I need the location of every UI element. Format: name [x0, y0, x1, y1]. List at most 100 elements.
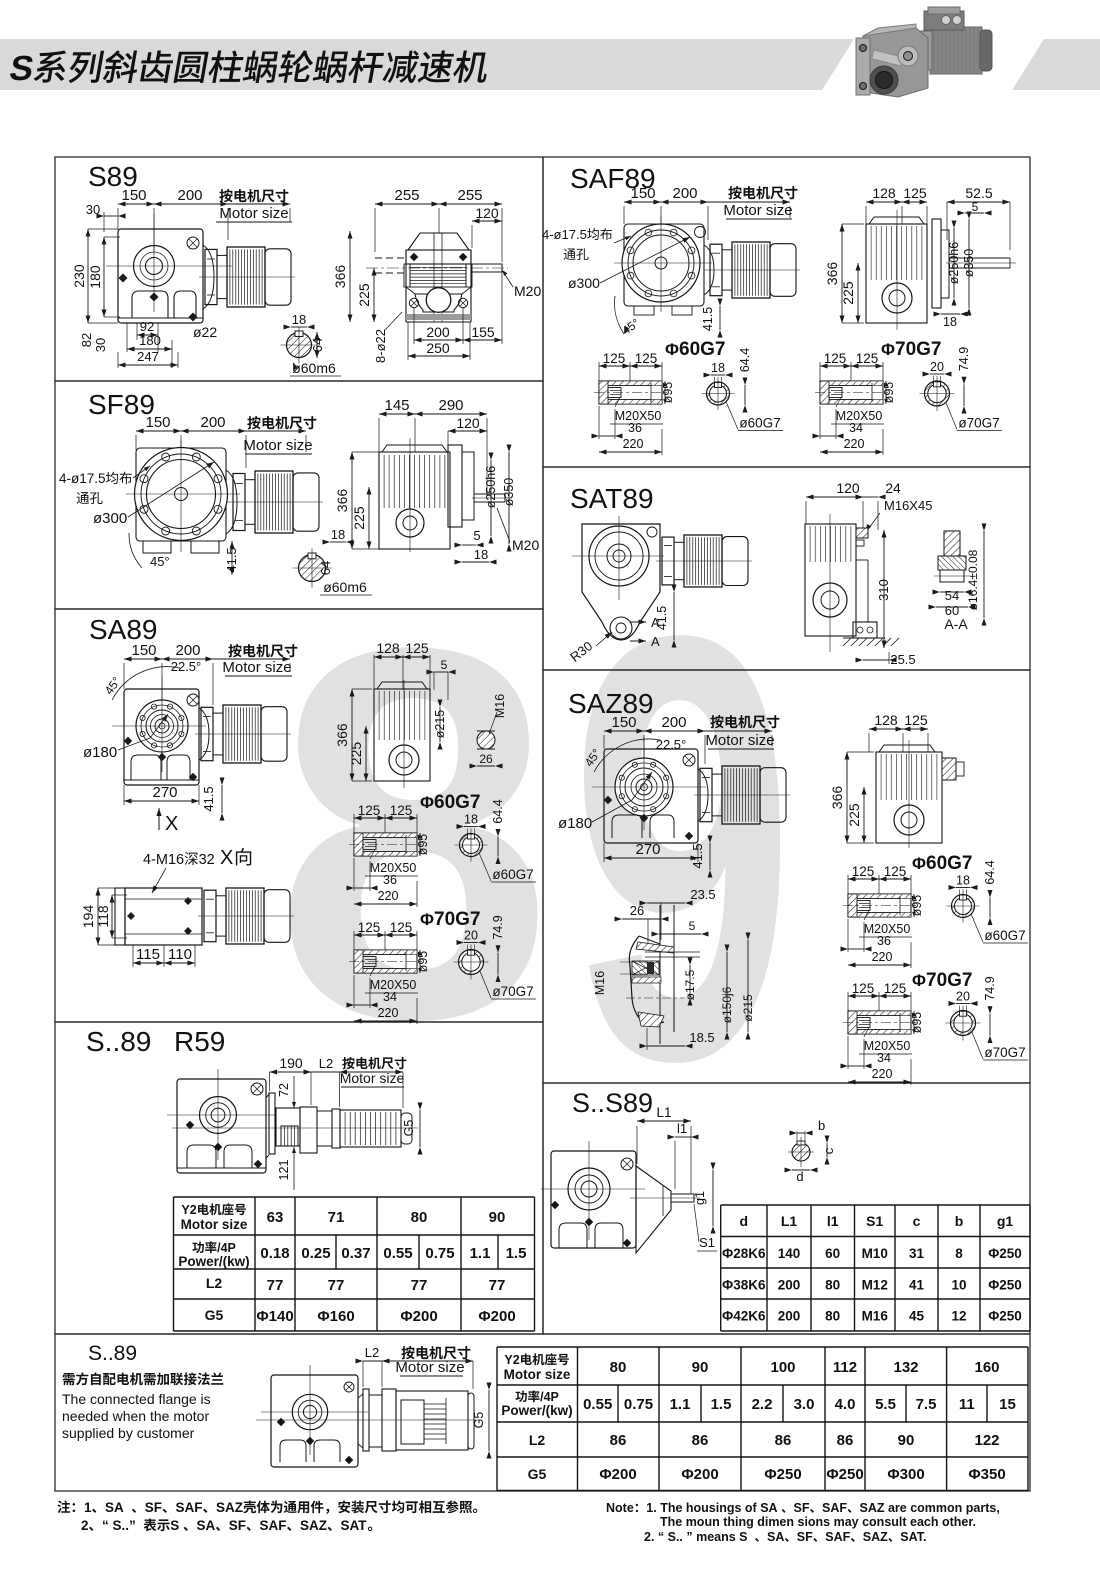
- svg-text:220: 220: [378, 889, 399, 903]
- svg-text:Motor size: Motor size: [395, 1359, 464, 1376]
- svg-text:ø180: ø180: [558, 815, 592, 832]
- svg-text:SF: SF: [794, 1501, 810, 1515]
- svg-text:125: 125: [390, 920, 413, 935]
- svg-text:180: 180: [139, 333, 161, 348]
- svg-text:L2: L2: [319, 1056, 333, 1071]
- svg-text:200: 200: [177, 187, 202, 204]
- svg-text:120: 120: [456, 415, 480, 431]
- svg-text:L2: L2: [206, 1275, 223, 1291]
- svg-text:125: 125: [603, 351, 626, 366]
- svg-text:l1: l1: [677, 1121, 687, 1136]
- svg-text:255: 255: [394, 187, 419, 204]
- svg-text:X: X: [165, 813, 178, 835]
- svg-text:Φ300: Φ300: [887, 1466, 924, 1483]
- svg-text:Φ140: Φ140: [256, 1308, 293, 1325]
- svg-text:77: 77: [328, 1277, 345, 1294]
- svg-text:18.5: 18.5: [689, 1030, 714, 1045]
- svg-text:7.5: 7.5: [916, 1396, 937, 1413]
- svg-text:b: b: [818, 1118, 825, 1133]
- svg-text:8: 8: [955, 1246, 963, 1261]
- svg-text:110: 110: [168, 946, 192, 963]
- svg-text:Φ: Φ: [420, 793, 434, 812]
- svg-text:200: 200: [778, 1277, 801, 1292]
- svg-text:2. “ S.. ” means S: 2. “ S.. ” means S: [644, 1530, 748, 1544]
- svg-text:0.55: 0.55: [583, 1396, 612, 1413]
- svg-text:220: 220: [378, 1006, 399, 1020]
- svg-text:S89: S89: [88, 161, 138, 192]
- svg-text:32: 32: [199, 852, 215, 868]
- svg-text:255: 255: [457, 187, 482, 204]
- svg-text:Φ200: Φ200: [478, 1308, 515, 1325]
- svg-text:“ S..”: “ S..”: [102, 1518, 136, 1533]
- svg-text:2.2: 2.2: [752, 1396, 773, 1413]
- svg-text:5: 5: [972, 200, 979, 214]
- svg-text:SF: SF: [145, 1500, 162, 1515]
- svg-text:ø95: ø95: [416, 951, 430, 973]
- svg-text:225: 225: [846, 803, 862, 827]
- svg-text:128: 128: [872, 185, 896, 201]
- svg-text:8-ø22: 8-ø22: [373, 329, 388, 363]
- svg-text:36: 36: [628, 421, 642, 435]
- svg-text:26: 26: [630, 903, 644, 918]
- svg-text:225: 225: [348, 742, 364, 766]
- svg-text:A-A: A-A: [944, 616, 968, 632]
- svg-text:200: 200: [672, 185, 697, 202]
- svg-text:77: 77: [489, 1277, 506, 1294]
- svg-text:90: 90: [489, 1209, 506, 1226]
- svg-text:M10: M10: [862, 1246, 888, 1261]
- svg-text:125: 125: [884, 981, 907, 996]
- svg-text:0.18: 0.18: [260, 1245, 289, 1262]
- svg-text:ø95: ø95: [416, 834, 430, 856]
- svg-text:G5: G5: [472, 1412, 486, 1429]
- svg-text:SAF: SAF: [260, 1518, 287, 1533]
- svg-text:4-M16: 4-M16: [143, 852, 184, 868]
- svg-text:366: 366: [829, 786, 845, 810]
- svg-text:270: 270: [152, 784, 177, 801]
- svg-text:160: 160: [974, 1359, 999, 1376]
- svg-text:20: 20: [930, 360, 944, 374]
- svg-text:92: 92: [140, 319, 154, 334]
- svg-text:4-ø17.5: 4-ø17.5: [59, 471, 106, 486]
- svg-text:ø95: ø95: [910, 1012, 924, 1034]
- svg-text:125: 125: [358, 803, 381, 818]
- svg-text:SA: SA: [105, 1500, 124, 1515]
- svg-text:M16X45: M16X45: [884, 498, 932, 513]
- svg-text:125: 125: [852, 864, 875, 879]
- svg-text:Φ200: Φ200: [400, 1308, 437, 1325]
- svg-text:supplied by customer: supplied by customer: [62, 1425, 195, 1441]
- svg-text:ø95: ø95: [661, 382, 675, 404]
- svg-text:80: 80: [825, 1309, 840, 1324]
- svg-text:18: 18: [331, 527, 345, 542]
- svg-text:Φ250: Φ250: [988, 1277, 1022, 1292]
- svg-text:The moun thing dimen sions may: The moun thing dimen sions may consult e…: [660, 1515, 976, 1529]
- svg-text:b: b: [955, 1213, 964, 1229]
- svg-text:The connected flange is: The connected flange is: [62, 1391, 211, 1407]
- svg-text:M20X50: M20X50: [615, 409, 662, 423]
- svg-text:270: 270: [635, 841, 660, 858]
- svg-text:ø95: ø95: [910, 895, 924, 917]
- svg-text:ø95: ø95: [882, 382, 896, 404]
- svg-text:SF: SF: [797, 1530, 813, 1544]
- svg-text:SA: SA: [767, 1530, 784, 1544]
- svg-text:220: 220: [844, 437, 865, 451]
- svg-text:34: 34: [383, 990, 397, 1004]
- svg-text:Φ250: Φ250: [764, 1466, 801, 1483]
- svg-text:60: 60: [825, 1246, 840, 1261]
- svg-text:220: 220: [872, 1067, 893, 1081]
- svg-text:ø17.5: ø17.5: [683, 969, 697, 1000]
- svg-text:121: 121: [277, 1160, 291, 1181]
- svg-text:0.37: 0.37: [341, 1245, 370, 1262]
- svg-text:ø300: ø300: [568, 275, 600, 291]
- svg-text:86: 86: [837, 1432, 854, 1449]
- svg-text:9: 9: [570, 511, 795, 1185]
- svg-text:ø250h6: ø250h6: [947, 242, 961, 284]
- svg-text:10: 10: [951, 1277, 966, 1292]
- svg-text:Y2: Y2: [181, 1203, 196, 1217]
- svg-text:23.5: 23.5: [690, 887, 715, 902]
- svg-text:d: d: [740, 1213, 749, 1229]
- svg-text:290: 290: [438, 397, 463, 414]
- svg-text:100: 100: [770, 1359, 795, 1376]
- svg-text:Φ: Φ: [420, 910, 434, 929]
- svg-text:Power/(kw): Power/(kw): [501, 1403, 572, 1418]
- svg-text:SAZ: SAZ: [216, 1500, 243, 1515]
